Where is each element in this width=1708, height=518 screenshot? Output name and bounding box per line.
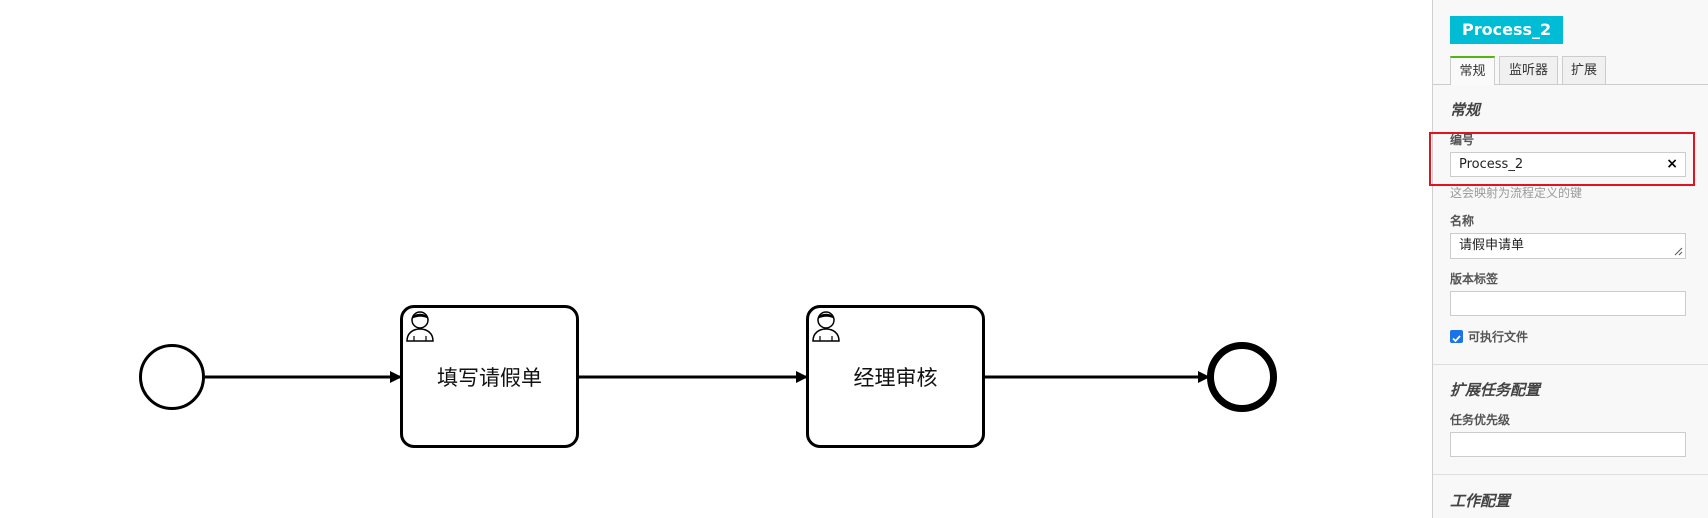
start-event[interactable] (139, 344, 205, 410)
task-fill-leave-form[interactable]: 填写请假单 (400, 305, 579, 448)
id-hint: 这会映射为流程定义的键 (1450, 186, 1583, 200)
executable-checkbox[interactable] (1450, 330, 1463, 343)
clear-icon[interactable]: × (1666, 156, 1678, 172)
sequence-flows (205, 371, 1210, 383)
priority-input[interactable] (1450, 432, 1686, 457)
name-label: 名称 (1450, 214, 1475, 228)
user-icon (812, 311, 840, 342)
user-icon (406, 311, 434, 342)
group-title-general: 常规 (1450, 101, 1481, 119)
task-label: 经理审核 (853, 365, 938, 390)
id-input-value: Process_2 (1459, 157, 1524, 172)
group-title-ext-task: 扩展任务配置 (1450, 381, 1541, 399)
group-title-work: 工作配置 (1450, 492, 1511, 510)
check-icon (1452, 335, 1461, 343)
id-input[interactable]: Process_2 × (1450, 152, 1686, 177)
end-event[interactable] (1207, 342, 1277, 412)
priority-label: 任务优先级 (1450, 413, 1511, 427)
id-label: 编号 (1450, 133, 1475, 147)
highlight-box (1429, 132, 1695, 186)
task-label: 填写请假单 (437, 365, 542, 390)
diagram-canvas[interactable]: 填写请假单 经理审核 (0, 0, 1432, 518)
properties-panel: Process_2 常规 监听器 扩展 常规 编号 Process_2 × 这会… (1429, 0, 1708, 518)
divider (1433, 364, 1708, 365)
task-manager-review[interactable]: 经理审核 (806, 305, 985, 448)
resize-handle-icon[interactable] (1674, 247, 1683, 256)
name-textarea[interactable]: 请假申请单 (1450, 233, 1686, 259)
version-label: 版本标签 (1450, 272, 1499, 286)
tab-listeners[interactable]: 监听器 (1499, 56, 1558, 84)
executable-label: 可执行文件 (1468, 330, 1529, 344)
tab-general[interactable]: 常规 (1450, 56, 1495, 85)
version-input[interactable] (1450, 291, 1686, 316)
name-input-value: 请假申请单 (1459, 238, 1525, 253)
panel-tabs: 常规 监听器 扩展 (1433, 56, 1708, 85)
tab-extensions[interactable]: 扩展 (1562, 56, 1606, 84)
divider (1433, 474, 1708, 475)
process-id-badge: Process_2 (1450, 16, 1564, 44)
